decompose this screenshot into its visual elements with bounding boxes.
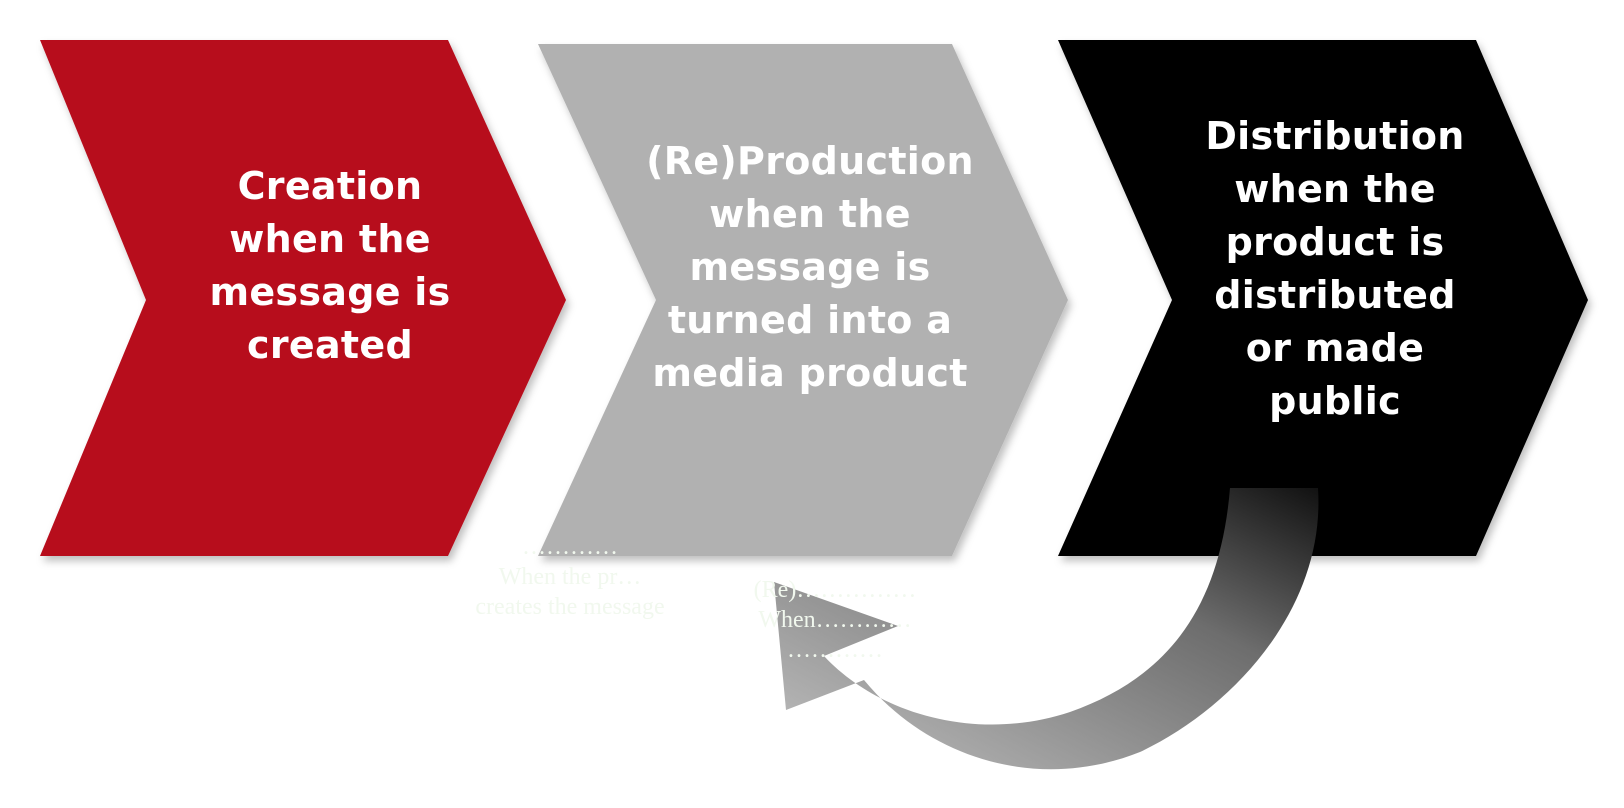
creation-label: Creation when the message is created bbox=[170, 160, 490, 372]
step-label-line: distributed bbox=[1214, 273, 1456, 317]
reproduction-label: (Re)Production when the message is turned i… bbox=[620, 135, 1000, 400]
faint-text-line: ………… bbox=[522, 534, 618, 560]
step-label-line: message is bbox=[689, 245, 931, 289]
step-label-line: created bbox=[247, 323, 413, 367]
faint-text-line: ………… bbox=[787, 637, 883, 663]
step-label-line: when the bbox=[709, 192, 911, 236]
step-label-line: when the bbox=[229, 217, 431, 261]
reproduction-chevron bbox=[538, 44, 1068, 556]
step-label-line: when the bbox=[1234, 167, 1436, 211]
faint-text-line: creates the message bbox=[475, 594, 665, 620]
step-label-line: media product bbox=[652, 351, 968, 395]
faint-text-line: When………… bbox=[758, 607, 912, 633]
distribution-chevron bbox=[1058, 40, 1588, 556]
step-label-line: Creation bbox=[237, 164, 423, 208]
distribution-label: Distribution when the product is distribute… bbox=[1180, 110, 1490, 428]
faint-text-left: ………… When the pr… creates the message bbox=[410, 532, 730, 622]
step-label-line: (Re)Production bbox=[646, 139, 974, 183]
step-label-line: Distribution bbox=[1205, 114, 1465, 158]
faint-text-line: (Re)…………… bbox=[753, 577, 917, 603]
faint-text-right: (Re)…………… When………… ………… bbox=[690, 575, 980, 665]
faint-text-line: When the pr… bbox=[498, 564, 642, 590]
return-arrow bbox=[774, 488, 1319, 770]
step-label-line: or made bbox=[1245, 326, 1425, 370]
step-label-line: product is bbox=[1225, 220, 1445, 264]
step-label-line: public bbox=[1269, 379, 1401, 423]
creation-chevron bbox=[40, 40, 566, 556]
step-label-line: turned into a bbox=[667, 298, 953, 342]
step-label-line: message is bbox=[209, 270, 451, 314]
